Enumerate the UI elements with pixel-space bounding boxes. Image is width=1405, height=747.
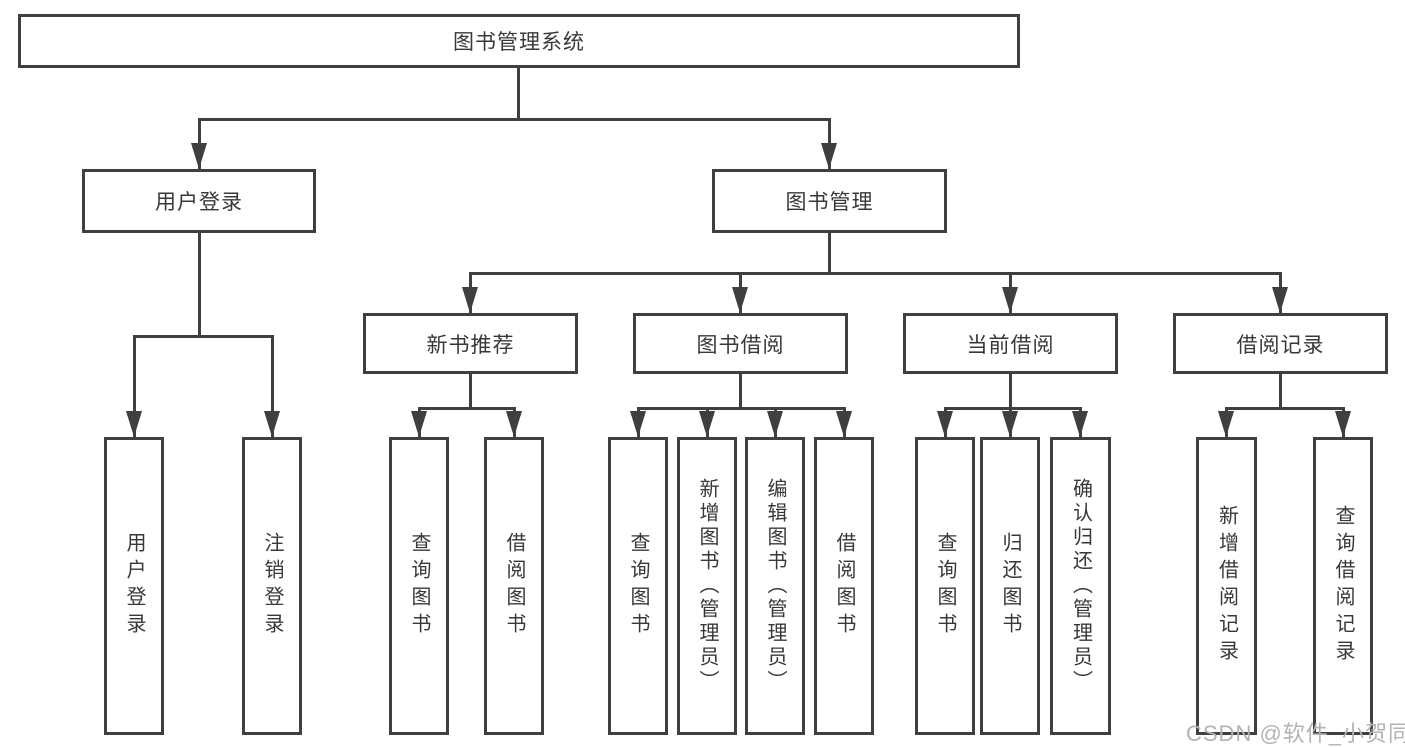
leaf-borrow-borrow-book-label: 借阅图书 bbox=[833, 532, 855, 640]
arrowhead-down-icon bbox=[732, 287, 748, 313]
leaf-user-login: 用户登录 bbox=[104, 437, 164, 735]
node-root: 图书管理系统 bbox=[18, 14, 1020, 68]
leaf-recommend-query-book: 查询图书 bbox=[389, 437, 449, 735]
arrowhead-down-icon bbox=[462, 287, 478, 313]
leaf-current-confirm-return-admin: 确认归还（管理员） bbox=[1050, 437, 1111, 735]
arrowhead-down-icon bbox=[1002, 287, 1018, 313]
leaf-current-return-book: 归还图书 bbox=[980, 437, 1040, 735]
connector-line-h bbox=[417, 407, 516, 410]
watermark: CSDN @软件_小贺同学 bbox=[1186, 721, 1405, 746]
connector-line-h bbox=[636, 407, 846, 410]
connector-line-v bbox=[827, 233, 831, 275]
leaf-recommend-query-book-label: 查询图书 bbox=[408, 532, 430, 640]
connector-line-v bbox=[516, 68, 520, 121]
node-borrow-records: 借阅记录 bbox=[1173, 313, 1388, 374]
leaf-current-query-book-label: 查询图书 bbox=[934, 532, 956, 640]
node-current-borrow-label: 当前借阅 bbox=[966, 333, 1055, 357]
leaf-logout: 注销登录 bbox=[242, 437, 302, 735]
arrowhead-down-icon bbox=[264, 411, 280, 437]
leaf-logout-label: 注销登录 bbox=[261, 532, 283, 640]
leaf-records-add-record: 新增借阅记录 bbox=[1196, 437, 1257, 735]
leaf-borrow-add-book-admin-label: 新增图书（管理员） bbox=[696, 478, 718, 694]
connector-line-h bbox=[468, 272, 1282, 275]
connector-line-h bbox=[132, 335, 274, 338]
arrowhead-down-icon bbox=[699, 411, 715, 437]
connector-line-h bbox=[1224, 407, 1345, 410]
connector-line-v bbox=[738, 374, 742, 410]
arrowhead-down-icon bbox=[836, 411, 852, 437]
leaf-user-login-label: 用户登录 bbox=[123, 532, 145, 640]
leaf-records-add-record-label: 新增借阅记录 bbox=[1215, 505, 1238, 667]
connector-line-v bbox=[468, 374, 472, 410]
leaf-current-return-book-label: 归还图书 bbox=[999, 532, 1021, 640]
arrowhead-down-icon bbox=[1272, 287, 1288, 313]
arrowhead-down-icon bbox=[411, 411, 427, 437]
arrowhead-down-icon bbox=[1218, 411, 1234, 437]
connector-line-v bbox=[1278, 374, 1282, 410]
node-new-book-recommend-label: 新书推荐 bbox=[426, 333, 515, 357]
leaf-recommend-borrow-book-label: 借阅图书 bbox=[503, 532, 525, 640]
node-book-management-label: 图书管理 bbox=[785, 191, 874, 214]
node-borrow-records-label: 借阅记录 bbox=[1236, 333, 1325, 357]
arrowhead-down-icon bbox=[937, 411, 953, 437]
leaf-current-query-book: 查询图书 bbox=[915, 437, 975, 735]
arrowhead-down-icon bbox=[1335, 411, 1351, 437]
connector-line-v bbox=[132, 335, 136, 437]
leaf-recommend-borrow-book: 借阅图书 bbox=[484, 437, 544, 735]
leaf-records-query-record: 查询借阅记录 bbox=[1313, 437, 1373, 735]
connector-line-v bbox=[1008, 374, 1012, 410]
leaf-borrow-query-book-label: 查询图书 bbox=[627, 532, 649, 640]
connector-line-v bbox=[270, 335, 274, 437]
leaf-borrow-borrow-book: 借阅图书 bbox=[814, 437, 874, 735]
node-root-label: 图书管理系统 bbox=[453, 31, 585, 54]
connector-line-h bbox=[197, 118, 831, 121]
node-new-book-recommend: 新书推荐 bbox=[363, 313, 578, 374]
arrowhead-down-icon bbox=[1072, 411, 1088, 437]
connector-line-h bbox=[943, 407, 1082, 410]
arrowhead-down-icon bbox=[767, 411, 783, 437]
node-book-borrow-label: 图书借阅 bbox=[696, 333, 785, 357]
node-book-management: 图书管理 bbox=[712, 169, 947, 233]
arrowhead-down-icon bbox=[821, 143, 837, 169]
node-user-login-label: 用户登录 bbox=[155, 191, 243, 214]
node-current-borrow: 当前借阅 bbox=[903, 313, 1118, 374]
arrowhead-down-icon bbox=[126, 411, 142, 437]
leaf-borrow-query-book: 查询图书 bbox=[608, 437, 668, 735]
node-book-borrow: 图书借阅 bbox=[633, 313, 848, 374]
node-user-login: 用户登录 bbox=[82, 169, 316, 233]
leaf-borrow-edit-book-admin: 编辑图书（管理员） bbox=[745, 437, 805, 735]
arrowhead-down-icon bbox=[630, 411, 646, 437]
leaf-borrow-add-book-admin: 新增图书（管理员） bbox=[677, 437, 737, 735]
leaf-records-query-record-label: 查询借阅记录 bbox=[1332, 505, 1354, 667]
arrowhead-down-icon bbox=[191, 143, 207, 169]
arrowhead-down-icon bbox=[1002, 411, 1018, 437]
arrowhead-down-icon bbox=[506, 411, 522, 437]
leaf-borrow-edit-book-admin-label: 编辑图书（管理员） bbox=[764, 478, 786, 694]
leaf-current-confirm-return-admin-label: 确认归还（管理员） bbox=[1069, 478, 1092, 694]
connector-line-v bbox=[197, 233, 201, 338]
